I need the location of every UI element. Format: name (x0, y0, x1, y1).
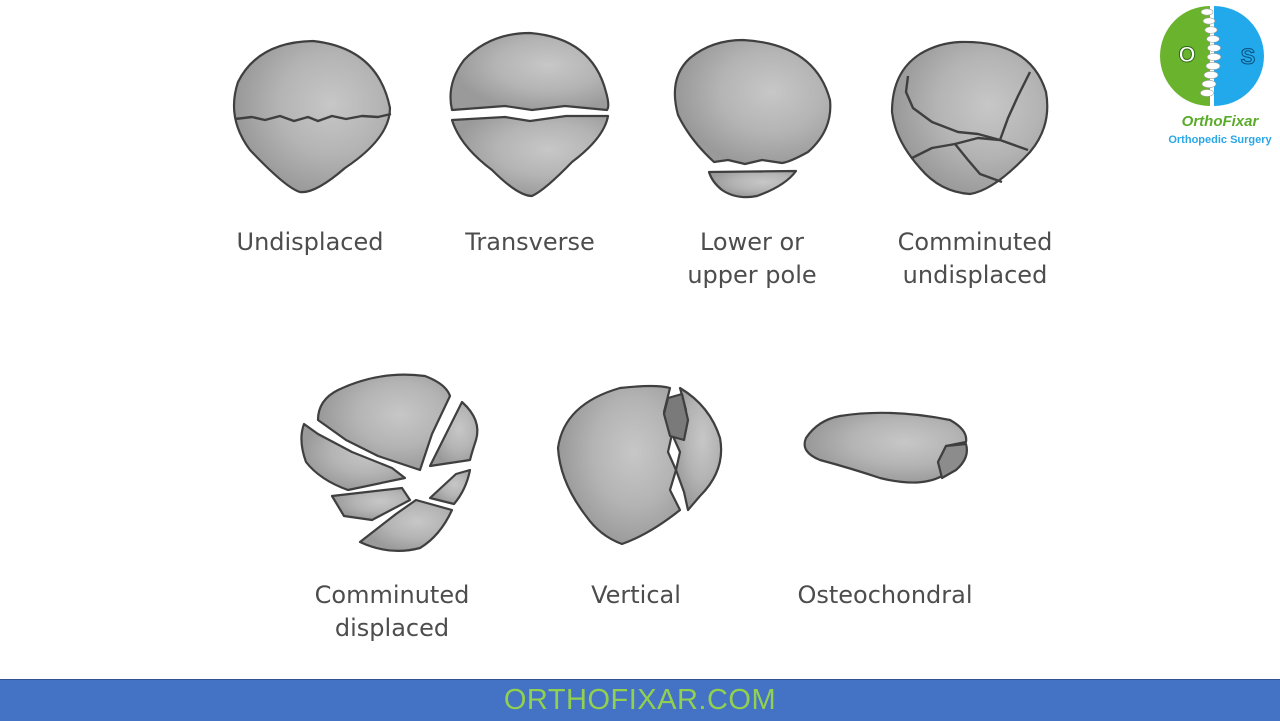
pole-patella (673, 38, 832, 199)
vertical-patella (556, 384, 723, 546)
osteochondral-patella (803, 411, 968, 484)
caption-comminuted-displaced: Comminuted displaced (314, 581, 470, 642)
footer-bar: ORTHOFIXAR.COM (0, 679, 1280, 721)
caption-osteochondral: Osteochondral (797, 581, 973, 609)
logo-tagline: Orthopedic Surgery (1168, 134, 1272, 146)
logo-name: OrthoFixar (1181, 113, 1259, 130)
caption-pole: Lower or upper pole (687, 228, 817, 289)
caption-vertical: Vertical (591, 581, 681, 609)
comminuted-undisplaced-patella (890, 40, 1049, 196)
logo-letter-s: S (1241, 44, 1256, 69)
comminuted-displaced-patella (300, 373, 479, 553)
logo-letter-o: O (1178, 42, 1195, 67)
caption-undisplaced: Undisplaced (236, 228, 384, 256)
caption-comminuted-undisplaced: Comminuted undisplaced (897, 228, 1053, 289)
orthofixar-logo: O S (1160, 6, 1264, 106)
footer-website-link[interactable]: ORTHOFIXAR.COM (503, 684, 777, 716)
caption-transverse: Transverse (465, 228, 595, 256)
spine-icon (1200, 8, 1222, 97)
undisplaced-patella (232, 39, 392, 194)
transverse-patella (449, 31, 610, 198)
patella-fracture-diagram (232, 31, 1049, 553)
